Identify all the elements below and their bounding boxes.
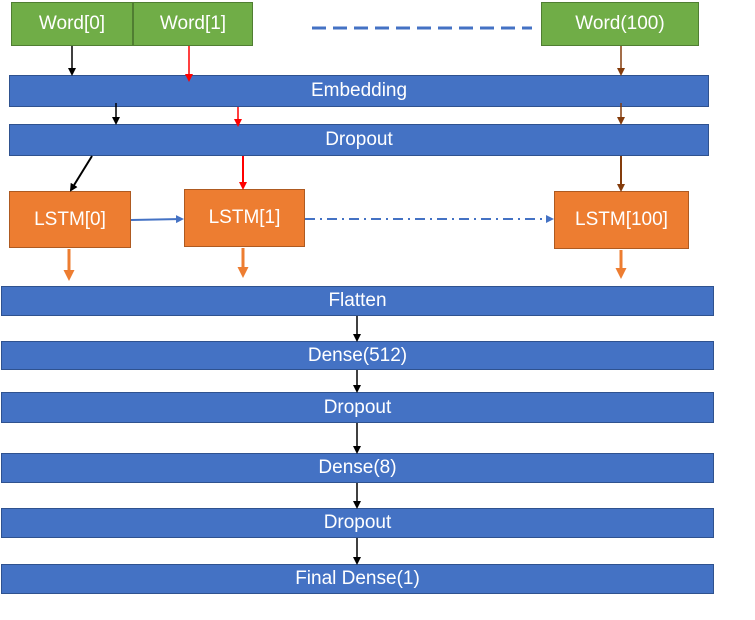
lstm-0-label: LSTM[0]: [34, 208, 106, 230]
lstm-1-label: LSTM[1]: [208, 207, 281, 228]
word-100-label: Word(100): [575, 13, 665, 34]
dense-512-label: Dense(512): [307, 344, 408, 366]
lstm-100-cell: LSTM[100]: [554, 191, 689, 249]
embedding-layer: Embedding: [9, 75, 709, 107]
final-dense-layer: Final Dense(1): [1, 564, 714, 594]
dense-8-layer: Dense(8): [1, 453, 714, 483]
flatten-layer: Flatten: [1, 286, 714, 316]
arrow-dropout-lstm0: [69, 155, 93, 192]
lstm-100-label: LSTM[100]: [575, 209, 668, 230]
dropout-2-label: Dropout: [323, 396, 392, 418]
word-1-node: Word[1]: [133, 2, 253, 46]
word-100-node: Word(100): [541, 2, 699, 46]
flatten-label: Flatten: [328, 290, 387, 311]
dropout-layer-1: Dropout: [9, 124, 709, 156]
word-1-label: Word[1]: [159, 13, 227, 34]
lstm-0-cell: LSTM[0]: [9, 191, 131, 248]
dropout-layer-3: Dropout: [1, 508, 714, 538]
arrow-lstm0-lstm1: [130, 215, 184, 224]
word-0-label: Word[0]: [38, 13, 106, 34]
final-dense-label: Final Dense(1): [295, 568, 420, 589]
dense-8-label: Dense(8): [318, 457, 397, 478]
dropout-1-label: Dropout: [325, 129, 393, 150]
embedding-label: Embedding: [310, 80, 408, 101]
dense-512-layer: Dense(512): [1, 341, 714, 370]
lstm-1-cell: LSTM[1]: [184, 189, 305, 247]
dropout-3-label: Dropout: [323, 512, 392, 533]
word-0-node: Word[0]: [11, 2, 133, 46]
